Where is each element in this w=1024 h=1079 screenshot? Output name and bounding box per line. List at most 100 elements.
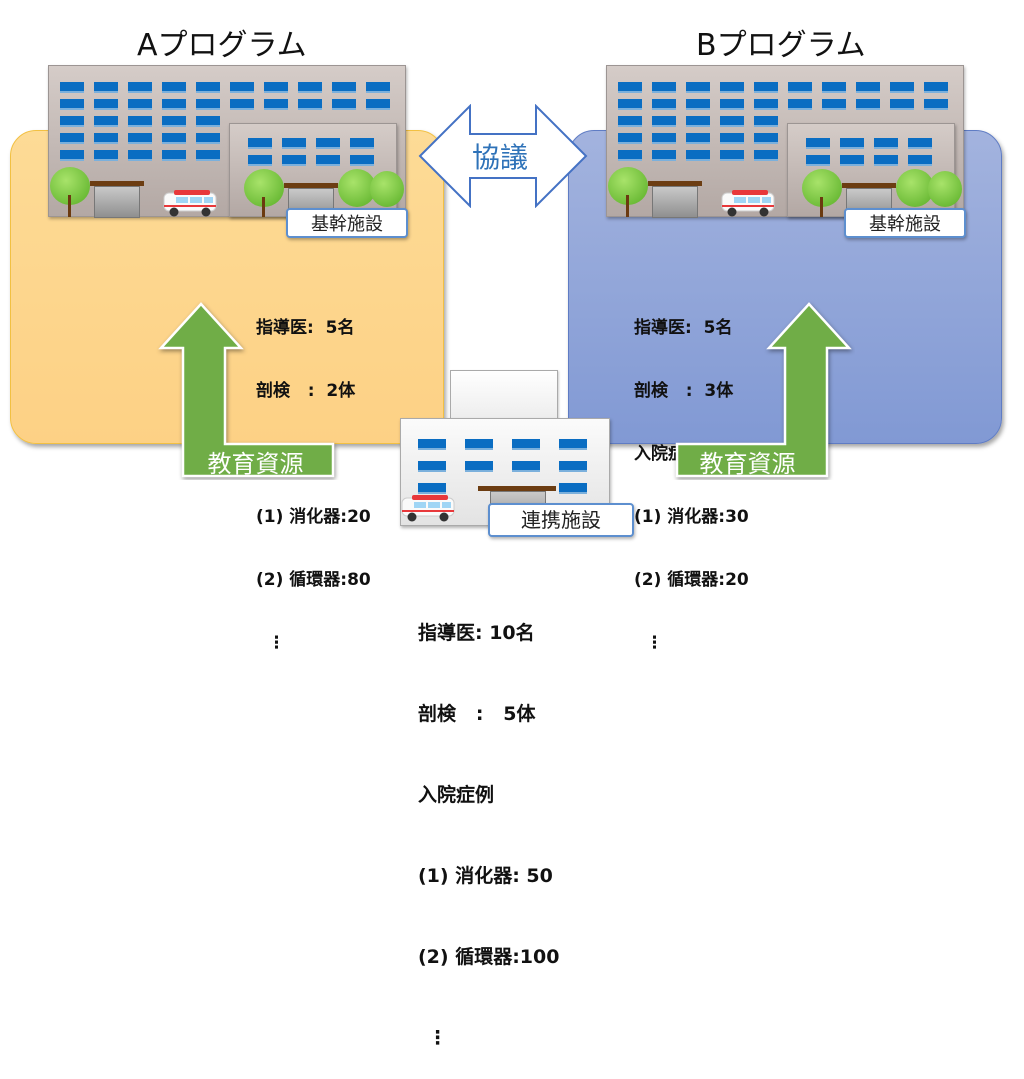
window-icon	[754, 116, 778, 127]
double-arrow-icon	[418, 104, 588, 208]
window-icon	[874, 155, 898, 166]
ellipsis: ⋮	[428, 1027, 447, 1049]
education-resources-arrow-a	[158, 302, 335, 478]
window-icon	[60, 82, 84, 93]
window-icon	[840, 138, 864, 149]
window-icon	[162, 150, 186, 161]
window-icon	[366, 82, 390, 93]
window-icon	[720, 99, 744, 110]
window-icon	[908, 138, 932, 149]
case-digestive: (1) 消化器: 50	[418, 865, 553, 887]
window-icon	[332, 82, 356, 93]
window-icon	[350, 155, 374, 166]
window-icon	[350, 138, 374, 149]
window-icon	[559, 439, 587, 450]
window-icon	[60, 99, 84, 110]
window-icon	[652, 133, 676, 144]
window-icon	[332, 99, 356, 110]
window-icon	[559, 483, 587, 494]
window-icon	[822, 82, 846, 93]
window-icon	[162, 133, 186, 144]
autopsy: 剖検 : 2体	[256, 381, 356, 401]
program-b-stats: 指導医: 5名 剖検 : 3体 入院症例 (1) 消化器:30 (2) 循環器:…	[634, 276, 749, 675]
window-icon	[686, 116, 710, 127]
window-icon	[890, 99, 914, 110]
window-icon	[652, 116, 676, 127]
window-icon	[618, 82, 642, 93]
window-icon	[60, 150, 84, 161]
window-icon	[264, 99, 288, 110]
window-icon	[282, 155, 306, 166]
case-circulatory: (2) 循環器:20	[634, 570, 749, 590]
window-icon	[248, 155, 272, 166]
window-icon	[60, 133, 84, 144]
window-icon	[856, 99, 880, 110]
window-icon	[686, 150, 710, 161]
window-icon	[128, 133, 152, 144]
case-digestive: (1) 消化器:20	[256, 507, 371, 527]
window-icon	[806, 155, 830, 166]
window-icon	[890, 82, 914, 93]
program-a-title: Aプログラム	[137, 28, 307, 63]
window-icon	[559, 461, 587, 472]
window-icon	[162, 116, 186, 127]
window-icon	[856, 82, 880, 93]
instructors: 指導医: 5名	[634, 318, 733, 338]
instructors: 指導医: 10名	[418, 622, 535, 644]
window-icon	[162, 82, 186, 93]
window-icon	[874, 138, 898, 149]
instructors: 指導医: 5名	[256, 318, 355, 338]
window-icon	[618, 99, 642, 110]
window-icon	[248, 138, 272, 149]
window-icon	[720, 82, 744, 93]
window-icon	[94, 150, 118, 161]
window-icon	[512, 439, 540, 450]
window-icon	[924, 99, 948, 110]
window-icon	[652, 82, 676, 93]
core-facility-a-label: 基幹施設	[286, 208, 408, 238]
window-icon	[128, 116, 152, 127]
window-icon	[806, 138, 830, 149]
window-icon	[618, 150, 642, 161]
window-icon	[754, 133, 778, 144]
ambulance-icon	[163, 190, 217, 217]
window-icon	[720, 150, 744, 161]
case-circulatory: (2) 循環器:100	[418, 946, 560, 968]
program-b-title: Bプログラム	[696, 28, 866, 63]
window-icon	[60, 116, 84, 127]
partner-facility-label: 連携施設	[488, 503, 634, 537]
window-icon	[128, 82, 152, 93]
window-icon	[754, 150, 778, 161]
window-icon	[465, 439, 493, 450]
case-digestive: (1) 消化器:30	[634, 507, 749, 527]
window-icon	[465, 461, 493, 472]
window-icon	[618, 116, 642, 127]
window-icon	[652, 150, 676, 161]
window-icon	[754, 99, 778, 110]
window-icon	[316, 155, 340, 166]
window-icon	[618, 133, 642, 144]
window-icon	[686, 82, 710, 93]
window-icon	[298, 99, 322, 110]
window-icon	[924, 82, 948, 93]
partner-stats: 指導医: 10名 剖検 : 5体 入院症例 (1) 消化器: 50 (2) 循環…	[418, 566, 559, 1079]
window-icon	[128, 99, 152, 110]
ambulance-icon	[401, 495, 455, 522]
education-resources-label-b: 教育資源	[699, 450, 796, 478]
window-icon	[196, 150, 220, 161]
window-icon	[316, 138, 340, 149]
window-icon	[196, 99, 220, 110]
consultation-label: 協議	[472, 141, 529, 174]
window-icon	[230, 82, 254, 93]
window-icon	[196, 133, 220, 144]
window-icon	[162, 99, 186, 110]
window-icon	[686, 133, 710, 144]
window-icon	[418, 483, 446, 494]
window-icon	[652, 99, 676, 110]
ellipsis: ⋮	[268, 633, 285, 653]
cases-heading: 入院症例	[418, 784, 495, 806]
window-icon	[94, 133, 118, 144]
window-icon	[298, 82, 322, 93]
window-icon	[94, 82, 118, 93]
ambulance-icon	[721, 190, 775, 217]
